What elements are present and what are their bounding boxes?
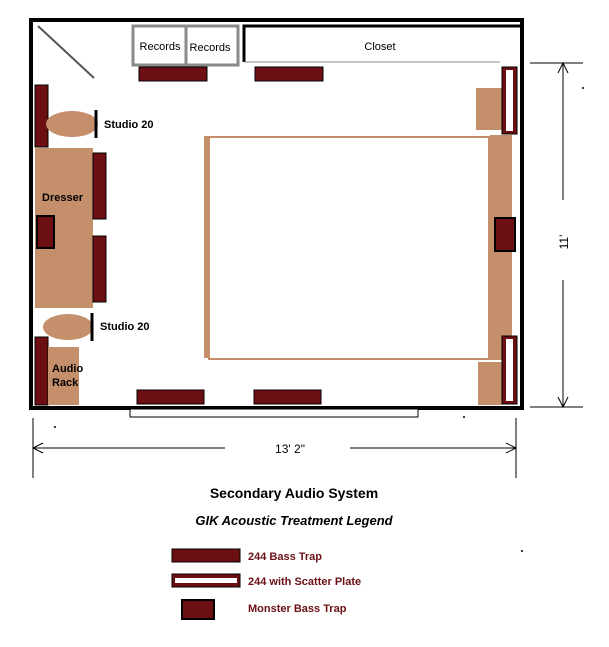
bass-trap-top-right [254,66,324,82]
height-dim-arrow-down [557,396,569,409]
audio-rack-label-line2: Rack [52,377,79,389]
right-cabinet-top [476,88,502,130]
stray-dot [54,426,56,428]
stray-dot [521,550,523,552]
height-dim-label: 11' [557,235,571,250]
legend-scatter-plate-inner [175,578,237,583]
stray-dot [463,416,465,418]
bass-trap-left-upper [34,84,49,148]
width-dim-arrow-left [31,442,44,454]
legend-label-scatter-plate: 244 with Scatter Plate [248,576,361,588]
width-dim-arrow-right [505,442,518,454]
audio-rack-label-line1: Audio [52,363,83,375]
closet-outline [242,24,520,62]
legend-label-monster-trap: Monster Bass Trap [248,603,347,615]
legend-label-bass-trap: 244 Bass Trap [248,551,322,563]
audio-rack [48,347,79,405]
legend: 244 Bass Trap 244 with Scatter Plate Mon… [171,548,361,620]
height-dimension [530,61,583,409]
window [129,408,419,418]
bass-trap-bottom-right [253,389,322,405]
bed [208,136,490,360]
records-label-1: Records [140,41,181,53]
bass-trap-dresser-upper [92,152,107,220]
scatter-plate-bottom [506,339,513,401]
scatter-plate-top [506,70,513,131]
bass-trap-top-left [138,66,208,82]
width-dimension [31,418,518,478]
studio-20-speaker-bottom [43,314,93,340]
closet-label: Closet [364,41,395,53]
height-dim-arrow-up [557,61,569,74]
door-swing-line [37,25,95,79]
legend-monster-trap-swatch [181,599,215,620]
legend-bass-trap-swatch [171,548,241,563]
monster-bass-trap-left [36,215,55,249]
stray-dot [582,87,584,89]
studio-20-bottom-label: Studio 20 [100,321,150,333]
bass-trap-bottom-left [136,389,205,405]
monster-bass-trap-right [494,217,516,252]
bass-trap-dresser-lower [92,235,107,303]
diagram-title: Secondary Audio System [210,485,378,501]
studio-20-speaker-top [46,111,98,137]
dresser-label: Dresser [42,192,84,204]
width-dim-label: 13' 2" [275,442,305,456]
records-label-2: Records [190,42,231,54]
right-cabinet-bottom [478,362,502,405]
bass-trap-left-lower [34,336,49,406]
bed-headboard [204,136,208,358]
legend-subtitle: GIK Acoustic Treatment Legend [195,513,393,528]
room-walls [29,18,524,410]
studio-20-top-label: Studio 20 [104,119,154,131]
